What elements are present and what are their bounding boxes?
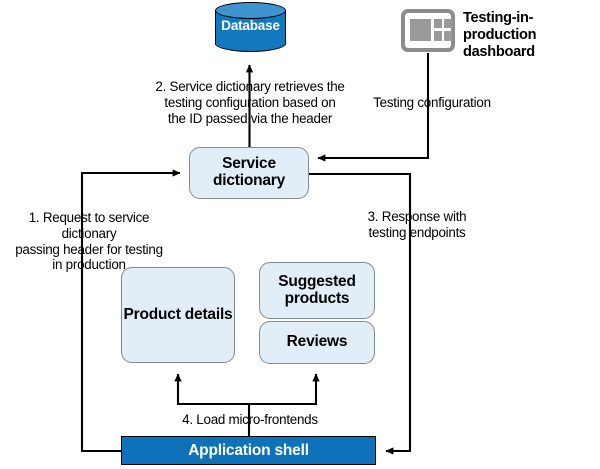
- dashboard-tile-d: [444, 31, 452, 41]
- edge-service-dictionary-to-app-shell: [309, 172, 412, 455]
- node-service-dictionary: Service dictionary: [189, 147, 309, 199]
- node-database: Database: [215, 2, 286, 53]
- database-label: Database: [221, 18, 280, 33]
- node-suggested-products: Suggested products: [259, 262, 375, 319]
- edge-label-step-3: 3. Response with testing endpoints: [367, 209, 467, 240]
- dashboard-label: Testing-in-production dashboard: [463, 10, 537, 60]
- edge-app-shell-to-product-details: [174, 373, 249, 406]
- dashboard-tile-a: [434, 19, 442, 28]
- node-application-shell: Application shell: [121, 436, 376, 465]
- edge-app-shell-to-reviews: [249, 373, 320, 406]
- edge-dashboard-to-service-dictionary: [317, 53, 430, 162]
- dashboard-grid-icon: [401, 9, 455, 52]
- edge-label-step-2: 2. Service dictionary retrieves the test…: [155, 79, 345, 126]
- edge-label-step-1: 1. Request to service dictionary passing…: [15, 210, 163, 273]
- dashboard-tile-c: [434, 31, 442, 41]
- node-reviews: Reviews: [259, 321, 375, 364]
- node-product-details: Product details: [121, 267, 235, 363]
- edge-app-shell-to-service-dictionary: [80, 169, 181, 453]
- dashboard-tile-b: [444, 19, 452, 28]
- dashboard-tile-main: [410, 19, 431, 41]
- edge-label-step-4: 4. Load micro-frontends: [182, 412, 318, 427]
- edge-label-testing-configuration: Testing configuration: [373, 95, 491, 110]
- database-cylinder-top: [215, 2, 286, 19]
